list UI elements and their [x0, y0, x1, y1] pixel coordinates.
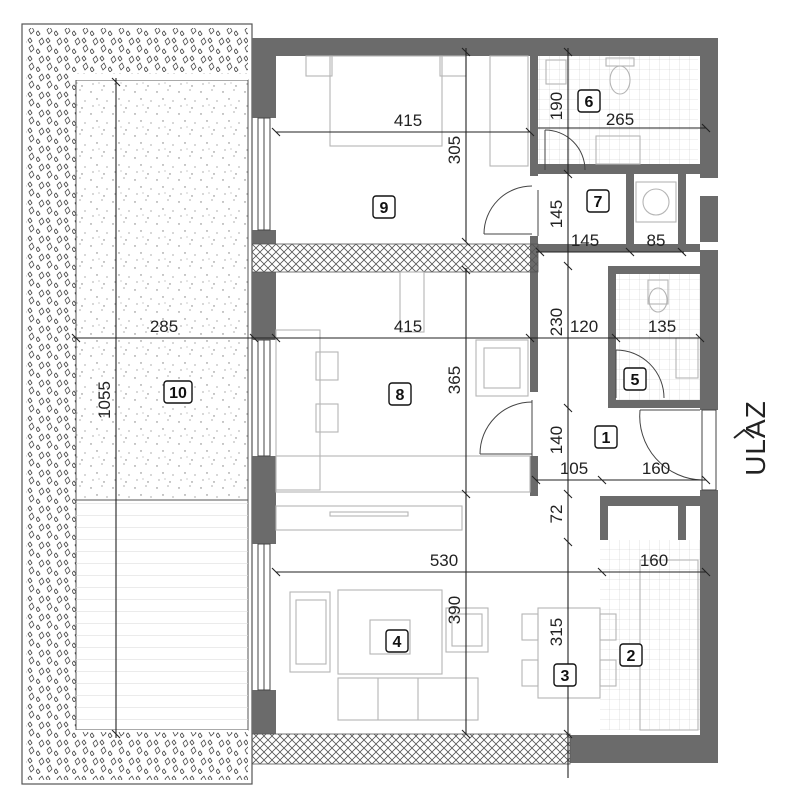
- room-7-number: 7: [594, 194, 603, 211]
- furniture: [275, 55, 699, 731]
- walls: [252, 38, 718, 763]
- dim-bed-width: 415: [394, 111, 422, 130]
- windows: [257, 117, 271, 691]
- room-5-label: 5: [623, 367, 647, 391]
- dim-bed-height: 305: [445, 136, 464, 164]
- dim-living-height: 390: [445, 596, 464, 624]
- room-7-label: 7: [586, 189, 610, 213]
- dim-hall-height: 230: [547, 308, 566, 336]
- room-8-label: 8: [388, 382, 412, 406]
- dim-bath6-width: 265: [606, 110, 634, 129]
- dim-hall-left-width: 105: [560, 459, 588, 478]
- dim-laundry-width: 85: [647, 231, 666, 250]
- dim-gap-height: 72: [547, 505, 566, 524]
- room-1-label: 1: [594, 425, 618, 449]
- room-4-label: 4: [385, 629, 409, 653]
- dimension-texts: 415 305 190 265 145 145 85 285 415 230 1…: [95, 92, 676, 646]
- room-9-label: 9: [372, 195, 396, 219]
- dim-room7-height: 145: [547, 200, 566, 228]
- room-5-number: 5: [631, 372, 640, 389]
- dim-bath6-height: 190: [547, 92, 566, 120]
- dim-dining-height: 315: [547, 618, 566, 646]
- room-9-number: 9: [380, 200, 389, 217]
- dim-terrace-height: 1055: [95, 381, 114, 419]
- dim-kitchen-width: 160: [640, 551, 668, 570]
- dim-room7-width: 145: [571, 231, 599, 250]
- room-labels: 1 2 3 4 5 6 7 8: [163, 89, 647, 687]
- room-10-label: 10: [163, 380, 193, 404]
- entrance-marker: ULAZ: [733, 400, 771, 476]
- dim-bath5-width: 135: [648, 317, 676, 336]
- dim-hall-width: 120: [570, 317, 598, 336]
- terrace: [21, 23, 253, 785]
- dim-terrace-width: 285: [150, 317, 178, 336]
- entrance-label: ULAZ: [740, 400, 771, 476]
- room-10-number: 10: [169, 385, 187, 402]
- dimension-lines: [71, 47, 711, 778]
- dim-living-width: 530: [430, 551, 458, 570]
- entrance-arrow-icon: [733, 428, 755, 439]
- dim-hall-right-width: 160: [642, 459, 670, 478]
- interior-doors: [479, 129, 665, 456]
- room-8-number: 8: [396, 387, 405, 404]
- room-3-label: 3: [553, 663, 577, 687]
- room-6-label: 6: [577, 89, 601, 113]
- room-2-label: 2: [619, 643, 643, 667]
- room-2-number: 2: [627, 648, 636, 665]
- room-4-number: 4: [393, 634, 402, 651]
- room-1-number: 1: [602, 430, 611, 447]
- room-6-number: 6: [585, 94, 594, 111]
- dim-room8-width: 415: [394, 317, 422, 336]
- hatched-walls: [251, 243, 571, 765]
- entrance-door: [639, 409, 717, 491]
- dim-hall-lower-height: 140: [547, 426, 566, 454]
- room-3-number: 3: [561, 668, 570, 685]
- dim-room8-height: 365: [445, 366, 464, 394]
